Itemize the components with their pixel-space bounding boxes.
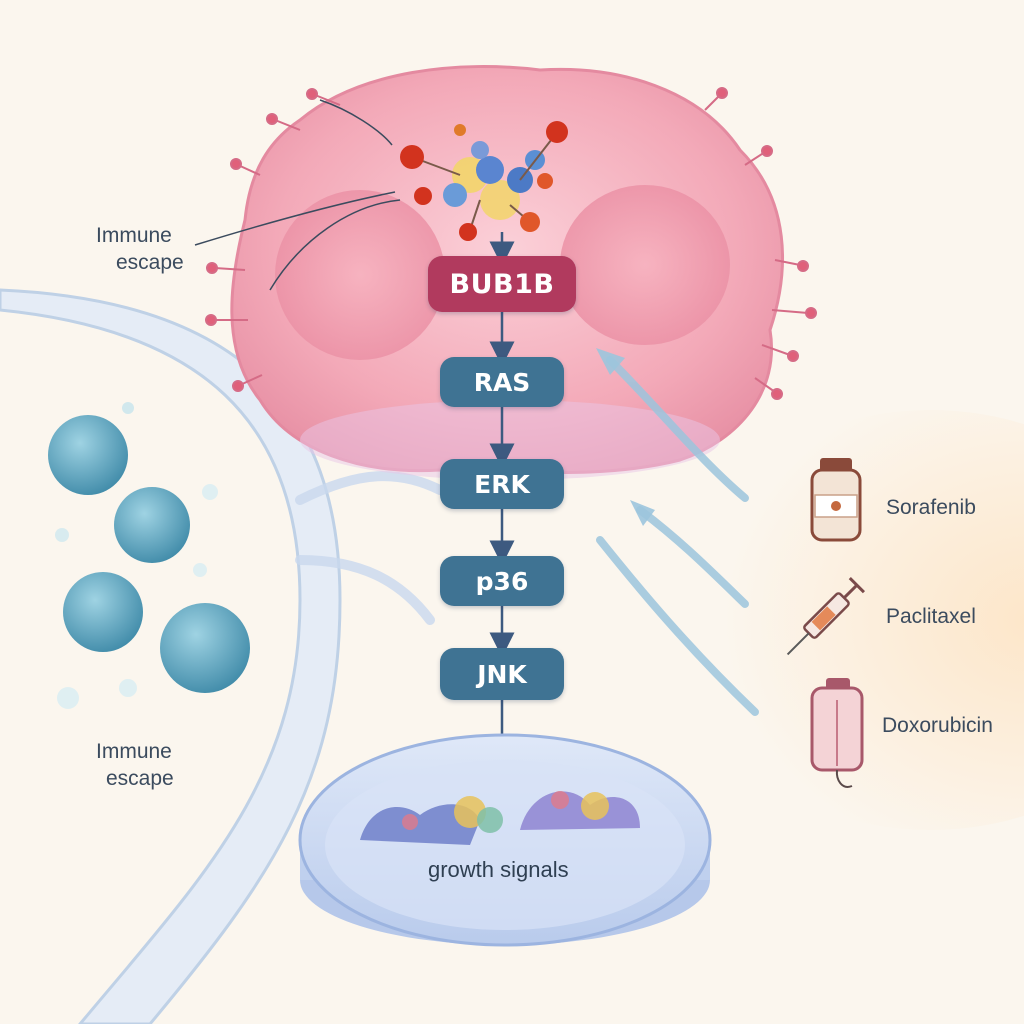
nucleus-left bbox=[275, 190, 445, 360]
molecule-complex bbox=[400, 121, 568, 241]
drug-label-sorafenib: Sorafenib bbox=[886, 496, 976, 519]
dish-label: growth signals bbox=[428, 857, 569, 882]
immune-escape-bottom-line2: escape bbox=[106, 767, 174, 790]
drug-arrowheads bbox=[596, 348, 655, 526]
node-p36: p36 bbox=[440, 556, 564, 606]
node-bub1b: BUB1B bbox=[428, 256, 576, 312]
vessel-branch bbox=[295, 471, 445, 625]
annotation-lines bbox=[194, 99, 401, 291]
immune-escape-label-bottom: Immune escape bbox=[96, 738, 174, 792]
immune-escape-top-line1: Immune bbox=[96, 224, 172, 247]
node-ras: RAS bbox=[440, 357, 564, 407]
immune-cell bbox=[114, 487, 190, 563]
syringe-icon bbox=[786, 576, 866, 656]
node-jnk: JNK bbox=[440, 648, 564, 700]
immune-cell bbox=[160, 603, 250, 693]
immune-cell bbox=[48, 415, 128, 495]
immune-cell bbox=[63, 572, 143, 652]
immune-escape-bottom-line1: Immune bbox=[96, 740, 172, 763]
node-erk: ERK bbox=[440, 459, 564, 509]
immune-escape-label-top: Immune escape bbox=[96, 222, 184, 276]
cell-cluster bbox=[360, 791, 640, 845]
immune-cells bbox=[48, 402, 250, 709]
drug-label-paclitaxel: Paclitaxel bbox=[886, 605, 976, 628]
immune-escape-top-line2: escape bbox=[116, 251, 184, 274]
drug-background-glow bbox=[670, 410, 1024, 830]
nucleus-right bbox=[560, 185, 730, 345]
drug-arrows bbox=[596, 356, 759, 716]
cell-receptors bbox=[205, 87, 817, 400]
iv-bag-icon bbox=[810, 678, 864, 788]
cell-underside bbox=[300, 400, 720, 480]
drug-label-doxorubicin: Doxorubicin bbox=[882, 714, 993, 737]
vial-icon bbox=[810, 458, 862, 542]
